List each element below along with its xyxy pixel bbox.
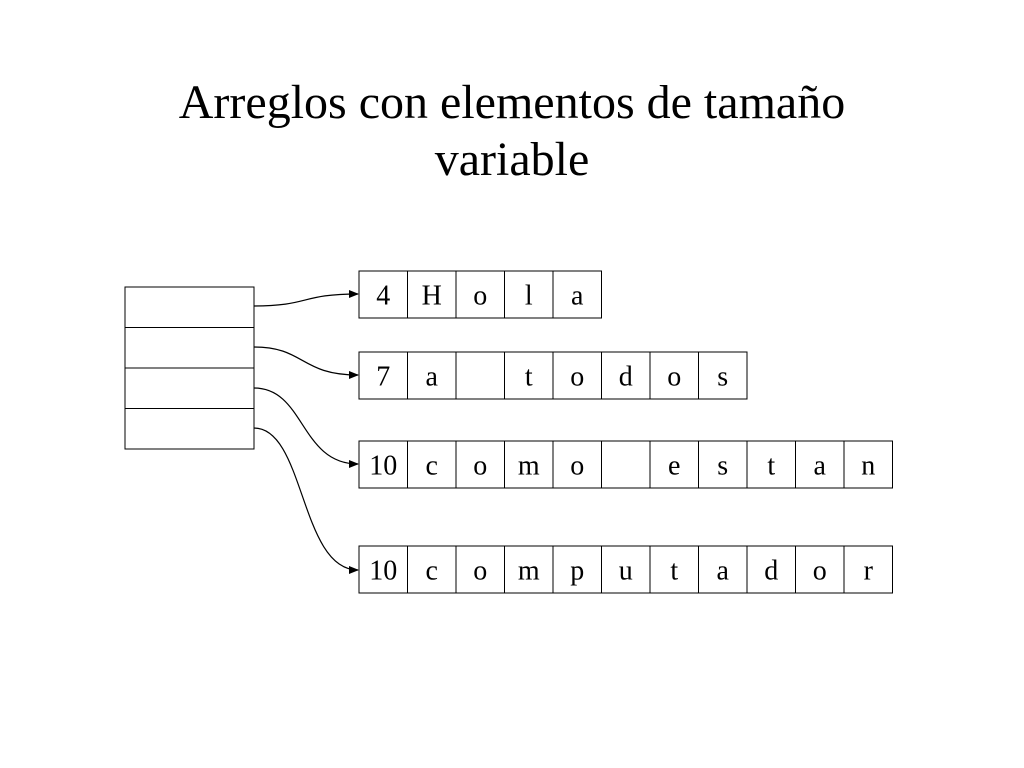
char-value: d <box>619 362 633 393</box>
char-value: a <box>571 281 584 312</box>
pointer-slot-3 <box>124 367 255 409</box>
char-cell <box>552 545 602 594</box>
slide-title-line-2: variable <box>434 133 590 186</box>
pointer-arrow-4 <box>253 427 359 574</box>
length-cell <box>358 351 408 400</box>
char-value: u <box>619 556 633 587</box>
char-cell <box>649 545 699 594</box>
length-cell <box>358 545 408 594</box>
char-cell <box>504 351 554 400</box>
pointer-arrow-1 <box>253 290 359 307</box>
char-value: o <box>813 556 827 587</box>
char-cell <box>504 545 554 594</box>
char-value: n <box>861 451 875 482</box>
char-value: m <box>518 451 540 482</box>
char-value: e <box>668 451 680 482</box>
char-cell <box>552 440 602 489</box>
pointer-arrow-2 <box>253 346 359 379</box>
char-value: H <box>422 281 442 312</box>
length-cell <box>358 440 408 489</box>
string-record-2: 7 a t o d o s <box>358 351 748 400</box>
char-value: o <box>570 451 584 482</box>
pointer-slot-4 <box>124 408 255 450</box>
char-cell <box>504 270 554 319</box>
char-cell <box>455 351 505 400</box>
char-value: a <box>426 362 439 393</box>
char-value: r <box>864 556 874 587</box>
char-value: a <box>717 556 730 587</box>
char-cell <box>795 440 845 489</box>
char-value: o <box>473 281 487 312</box>
char-value: t <box>525 362 533 393</box>
char-value: o <box>473 556 487 587</box>
slide-title-line-1: Arreglos con elementos de tamaño <box>178 76 846 129</box>
char-cell <box>407 440 457 489</box>
char-cell <box>601 545 651 594</box>
char-value: t <box>767 451 775 482</box>
char-cell <box>698 545 748 594</box>
length-value: 10 <box>369 451 397 482</box>
char-value: s <box>717 451 728 482</box>
char-value: o <box>473 451 487 482</box>
char-cell <box>601 351 651 400</box>
char-value: p <box>570 556 584 587</box>
char-cell <box>407 545 457 594</box>
length-value: 10 <box>369 556 397 587</box>
char-cell <box>746 545 796 594</box>
char-value: a <box>814 451 827 482</box>
char-value: m <box>518 556 540 587</box>
char-value: o <box>667 362 681 393</box>
char-cell <box>552 351 602 400</box>
char-value: s <box>717 362 728 393</box>
char-value: d <box>764 556 778 587</box>
pointer-slot-1 <box>124 286 255 328</box>
char-value: l <box>525 281 533 312</box>
char-cell <box>407 351 457 400</box>
char-cell <box>843 545 893 594</box>
length-value: 7 <box>376 362 390 393</box>
char-cell <box>649 351 699 400</box>
length-cell <box>358 270 408 319</box>
char-value: t <box>670 556 678 587</box>
char-cell <box>795 545 845 594</box>
pointer-arrow-3 <box>253 387 359 468</box>
char-cell <box>843 440 893 489</box>
length-value: 4 <box>376 281 390 312</box>
char-value: o <box>570 362 584 393</box>
char-cell <box>649 440 699 489</box>
pointer-arrows <box>253 290 359 574</box>
pointer-slot-2 <box>124 327 255 369</box>
char-cell <box>601 440 651 489</box>
char-cell <box>552 270 602 319</box>
char-value: c <box>426 556 438 587</box>
char-cell <box>698 351 748 400</box>
char-value: c <box>426 451 438 482</box>
pointer-array <box>124 286 255 450</box>
slide-title: Arreglos con elementos de tamaño variabl… <box>0 74 1024 188</box>
